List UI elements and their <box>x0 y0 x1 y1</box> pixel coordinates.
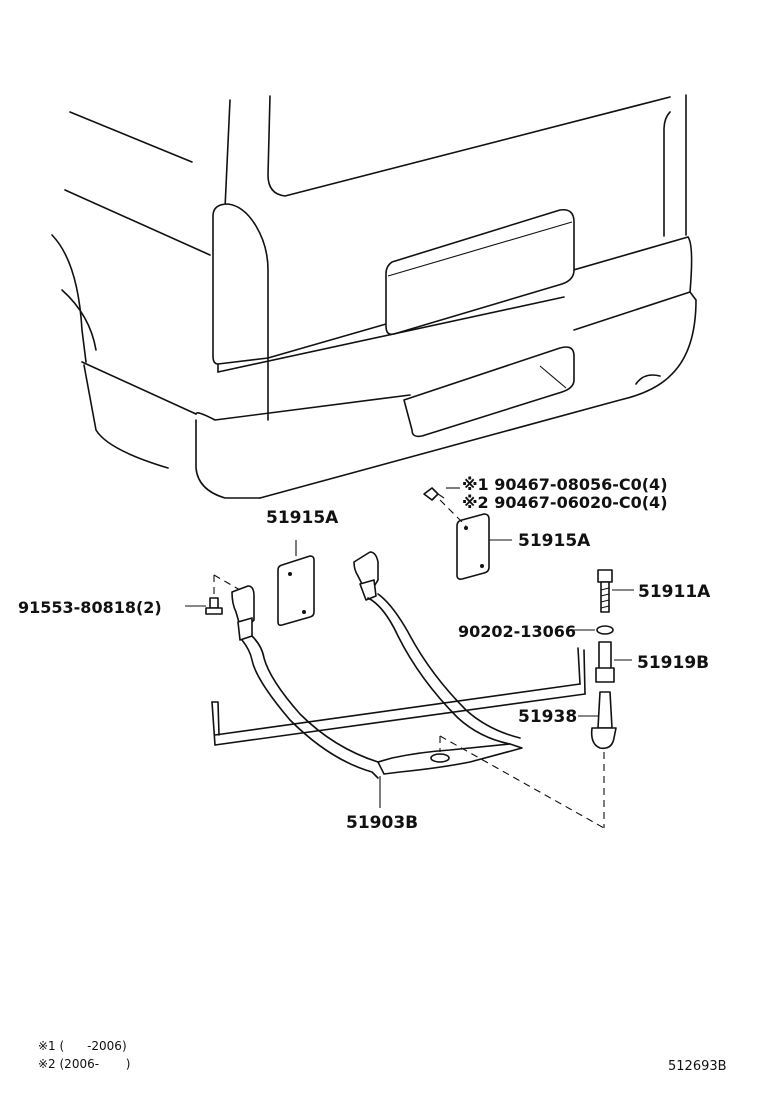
left-bolt-part <box>185 574 241 615</box>
left-cover-part <box>277 540 315 626</box>
footnote-2: ※2 (2006- ) <box>38 1057 130 1071</box>
diagram-reference: 512693B <box>668 1059 727 1074</box>
label-cover-right: 51915A <box>518 531 591 551</box>
label-screw-1: ※1 90467-08056-C0(4) <box>462 475 668 494</box>
label-hook: 51938 <box>518 707 577 727</box>
hook-part <box>578 691 617 828</box>
label-screw-2: ※2 90467-06020-C0(4) <box>462 493 668 512</box>
bolt-51911a-part <box>597 569 634 613</box>
label-carrier: 51903B <box>346 813 418 833</box>
footnote-1: ※1 ( -2006) <box>38 1039 127 1053</box>
carrier-assembly-part <box>211 551 605 829</box>
label-collar: 51919B <box>637 653 709 673</box>
collar-part <box>595 641 632 683</box>
label-bolt-left: 91553-80818(2) <box>18 598 162 617</box>
washer-part <box>568 625 614 635</box>
vehicle-rear-body <box>51 94 697 499</box>
right-cover-part <box>439 499 512 580</box>
label-cover-left: 51915A <box>266 508 339 528</box>
label-bolt-right: 51911A <box>638 582 711 602</box>
screw-icon <box>423 487 460 501</box>
label-washer: 90202-13066 <box>458 622 576 641</box>
